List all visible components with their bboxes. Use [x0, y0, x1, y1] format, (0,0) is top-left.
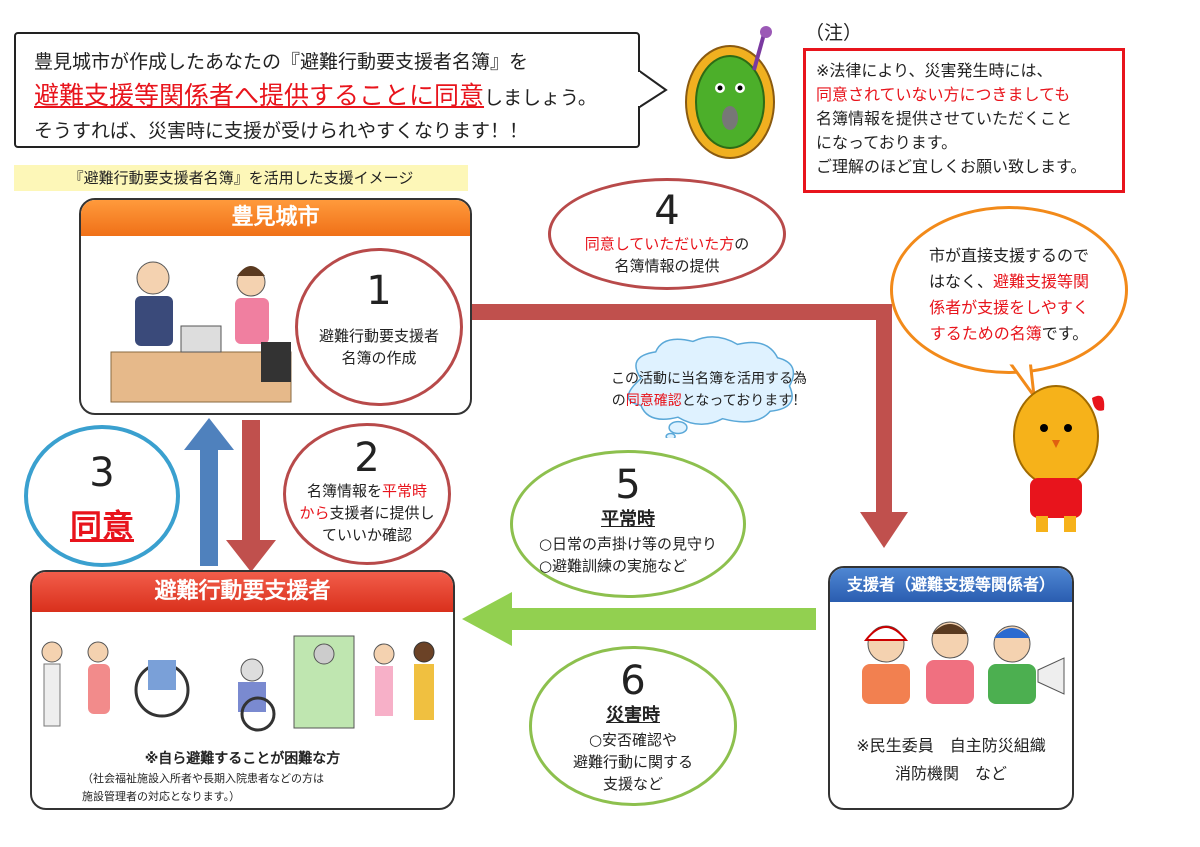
- cloud-line-2: の同意確認となっております！: [590, 390, 828, 412]
- mascot-speech-bubble: 市が直接支援するので はなく、避難支援等関 係者が支援をしやすく するための名簿…: [890, 206, 1128, 374]
- step-2-line-1-b: 平常時: [382, 482, 428, 500]
- arrow-4-vertical: [876, 304, 892, 514]
- step-2-circle: 2 名簿情報を平常時 から支援者に提供し ていいか確認: [283, 423, 451, 565]
- step-3-number: 3: [89, 450, 115, 496]
- speech-line-2-a: はなく、: [928, 272, 993, 291]
- speech-line-3: 係者が支援をしやすく: [929, 298, 1089, 317]
- note-line-5: ご理解のほど宜しくお願い致します。: [816, 157, 1087, 176]
- step-6-number: 6: [620, 658, 646, 704]
- evacuee-note-line-1: （社会福祉施設入所者や長期入院患者などの方は: [82, 772, 324, 785]
- speech-line-2: はなく、避難支援等関: [913, 269, 1105, 295]
- intro-message-box: 豊見城市が作成したあなたの『避難行動要支援者名簿』を 避難支援等関係者へ提供する…: [14, 32, 640, 148]
- supporter-line-1: ※民生委員 自主防災組織: [856, 736, 1046, 755]
- arrow-support-head: [462, 592, 512, 646]
- arrow-4-head: [860, 512, 908, 548]
- people-illustration-icon: [41, 635, 435, 732]
- supporter-panel: 支援者（避難支援等関係者） ※民生委員 自主防災組織 消防機関 など: [828, 566, 1074, 810]
- step-3-circle: 3 同意: [24, 425, 180, 567]
- diagram-label: 『避難行動要支援者名簿』を活用した支援イメージ: [14, 165, 468, 191]
- step-4-highlight: 同意していただいた方: [584, 235, 735, 253]
- step-5-item-2: ○避難訓練の実施など: [538, 557, 688, 575]
- step-5-number: 5: [615, 462, 641, 508]
- step-5-phase: 平常時: [601, 509, 655, 530]
- step-2-number: 2: [354, 435, 380, 481]
- step-4-circle: 4 同意していただいた方の 名簿情報の提供: [548, 178, 786, 290]
- speech-line-4-a: するための名簿: [929, 324, 1042, 343]
- arrow-3-head: [184, 418, 234, 450]
- supporters-illustration-icon: [862, 621, 1065, 704]
- step-6-phase: 災害時: [606, 705, 660, 726]
- step-1-line-1: 避難行動要支援者: [318, 327, 439, 345]
- step-2-line-1-a: 名簿情報を: [306, 482, 382, 500]
- arrow-4-horizontal: [472, 304, 892, 320]
- step-3-label: 同意: [69, 507, 134, 545]
- cloud-line-1: この活動に当名簿を活用する為: [611, 371, 807, 387]
- step-2-line-2-a: から: [299, 504, 330, 522]
- evacuee-title: 避難行動要支援者: [32, 572, 453, 612]
- evacuee-caption: ※自ら避難することが困難な方: [144, 751, 341, 767]
- note-line-2: 同意されていない方につきましても: [816, 85, 1071, 104]
- step-6-circle: 6 災害時 ○安否確認や 避難行動に関する 支援など: [529, 646, 737, 806]
- step-2-line-3: ていいか確認: [321, 526, 412, 544]
- step-4-number: 4: [654, 188, 680, 234]
- office-staff-illustration-icon: [110, 261, 292, 403]
- step-6-item-1: ○安否確認や: [588, 731, 678, 749]
- evacuee-panel: 避難行動要支援者 ※自ら避難することが困難な方 （社会福祉施設入所者や長期入院患…: [30, 570, 455, 810]
- step-4-line-1: 同意していただいた方の: [551, 233, 783, 255]
- step-1-number: 1: [366, 268, 392, 314]
- speech-line-2-b: 避難支援等関: [993, 272, 1090, 291]
- arrow-3-shaft: [200, 448, 218, 566]
- supporter-line-2: 消防機関 など: [894, 764, 1007, 783]
- evacuee-note: （社会福祉施設入所者や長期入院患者などの方は 施設管理者の対応となります。）: [82, 770, 324, 806]
- speech-tail-icon: [638, 70, 668, 110]
- note-line-3: 名簿情報を提供させていただくこと: [816, 109, 1073, 128]
- supporter-text: ※民生委員 自主防災組織 消防機関 など: [830, 732, 1072, 788]
- city-title: 豊見城市: [81, 200, 470, 236]
- intro-line-3: そうすれば、災害時に支援が受けられやすくなります！！: [34, 120, 529, 142]
- note-title: （注）: [805, 22, 863, 44]
- step-2-line-1: 名簿情報を平常時: [286, 480, 448, 502]
- step-1-circle: 1 避難行動要支援者 名簿の作成: [295, 248, 463, 406]
- step-2-line-2-b: 支援者に提供し: [329, 504, 435, 522]
- step-4-line-1-rest: の: [734, 235, 750, 253]
- intro-line-2: 避難支援等関係者へ提供することに同意しましょう。: [34, 79, 620, 115]
- evacuee-note-line-2: 施設管理者の対応となります。）: [82, 790, 241, 803]
- intro-line-2-rest: しましょう。: [484, 87, 597, 109]
- cloud-line-2-a: の: [611, 393, 626, 409]
- supporter-title: 支援者（避難支援等関係者）: [830, 568, 1072, 602]
- thought-cloud-icon: [627, 336, 795, 438]
- intro-line-1: 豊見城市が作成したあなたの『避難行動要支援者名簿』を: [34, 51, 529, 73]
- note-line-4: になっております。: [816, 133, 958, 152]
- step-4-line-2: 名簿情報の提供: [614, 257, 720, 275]
- cloud-text: この活動に当名簿を活用する為 の同意確認となっております！: [590, 368, 828, 412]
- arrow-2-shaft: [242, 420, 260, 542]
- speech-line-4: するための名簿です。: [913, 321, 1105, 347]
- note-line-1: ※法律により、災害発生時には、: [816, 61, 1053, 80]
- step-5-circle: 5 平常時 ○日常の声掛け等の見守り ○避難訓練の実施など: [510, 450, 746, 598]
- step-6-item-2: 避難行動に関する: [572, 753, 693, 771]
- step-2-line-2: から支援者に提供し: [286, 502, 448, 524]
- step-6-item-3: 支援など: [602, 775, 663, 793]
- intro-highlight: 避難支援等関係者へ提供することに同意: [34, 81, 485, 110]
- speech-line-4-b: です。: [1041, 324, 1089, 343]
- arrow-2-head: [226, 540, 276, 572]
- step-5-item-1: ○日常の声掛け等の見守り: [538, 535, 718, 553]
- step-1-line-2: 名簿の作成: [341, 349, 417, 367]
- mascot-green-icon: [685, 26, 775, 159]
- arrow-support-shaft: [510, 608, 816, 630]
- speech-line-1: 市が直接支援するので: [928, 246, 1089, 265]
- speech-pointer-icon: [1006, 360, 1036, 400]
- cloud-line-2-c: となっております！: [681, 393, 807, 409]
- cloud-highlight: 同意確認: [625, 393, 682, 409]
- note-box: ※法律により、災害発生時には、 同意されていない方につきましても 名簿情報を提供…: [803, 48, 1125, 193]
- mascot-yellow-icon: [1013, 385, 1105, 532]
